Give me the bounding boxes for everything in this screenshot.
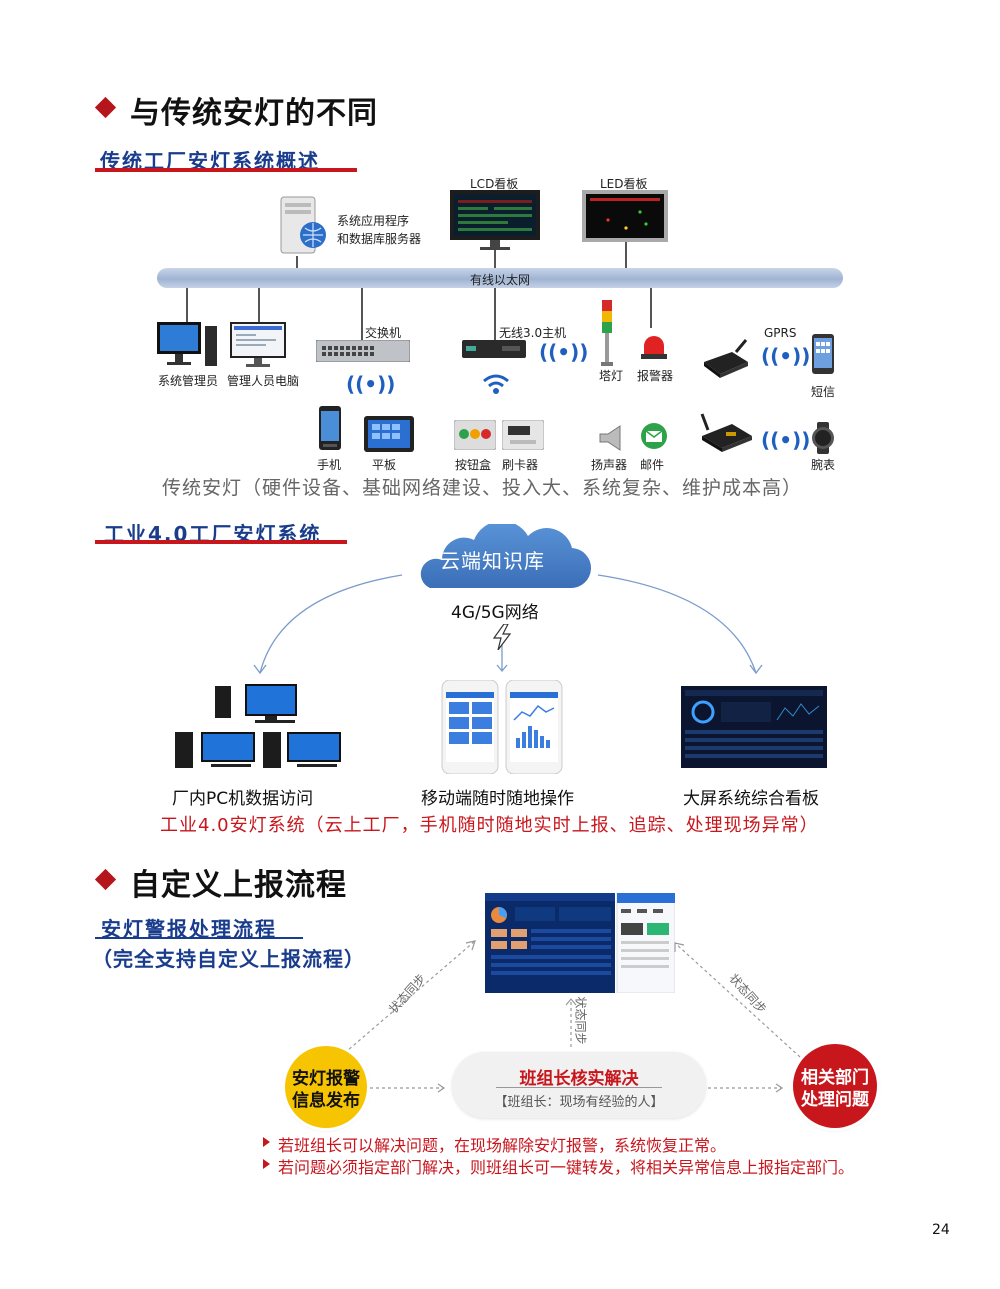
sms-label: 短信 <box>811 385 836 399</box>
triangle-bullet-icon <box>263 1159 270 1169</box>
manager-connector <box>258 288 260 324</box>
flow-arrow <box>370 1078 450 1093</box>
flow-arrow <box>708 1078 788 1093</box>
diamond-bullet-icon <box>94 96 117 119</box>
smartphone-icon <box>812 334 834 374</box>
admin-connector <box>186 288 188 324</box>
dashboard-screenshot <box>485 892 676 994</box>
switch-connector <box>361 288 363 340</box>
bus-label: 有线以太网 <box>470 273 531 287</box>
tower-light-icon <box>599 298 615 368</box>
watch-label: 腕表 <box>811 458 836 472</box>
card-reader-label: 刷卡器 <box>502 458 539 472</box>
alert-publish-node: 安灯报警 信息发布 <box>285 1046 367 1128</box>
lcd-connector <box>494 250 496 268</box>
subtitle-underline <box>95 168 357 172</box>
switch-label: 交换机 <box>365 326 402 340</box>
bullet-item: 若班组长可以解决问题，在现场解除安灯报警，系统恢复正常。 <box>278 1136 727 1155</box>
pc-label: 厂内PC机数据访问 <box>172 789 314 809</box>
dashboard-screen-icon <box>681 686 827 768</box>
lcd-label: LCD看板 <box>470 177 519 191</box>
lightning-icon <box>490 623 514 651</box>
wifi-icon <box>482 372 510 396</box>
desktop-computer-icon <box>157 322 219 370</box>
triangle-bullet-icon <box>263 1137 270 1147</box>
sync-arrows <box>330 935 810 1065</box>
screen-label: 大屏系统综合看板 <box>683 789 819 809</box>
node1-line1: 安灯报警 <box>292 1069 360 1089</box>
card-reader-icon <box>501 419 545 451</box>
wireless-host-icon <box>462 340 526 360</box>
manager-pc-label: 管理人员电脑 <box>227 374 300 388</box>
cloud-label: 云端知识库 <box>440 549 545 573</box>
tower-connector <box>650 288 652 328</box>
mobile-app-icon <box>440 679 564 775</box>
server-icon <box>277 195 327 257</box>
network-label: 4G/5G网络 <box>451 603 539 623</box>
section-title: 与传统安灯的不同 <box>130 96 378 131</box>
wifi-signal-icon: ((•)) <box>761 428 811 452</box>
gprs-module-icon <box>702 338 750 380</box>
node3-line2: 处理问题 <box>801 1090 869 1110</box>
tablet-icon <box>364 416 414 452</box>
section-title: 自定义上报流程 <box>130 868 347 903</box>
wireless-connector <box>494 288 496 340</box>
mail-icon <box>640 422 668 450</box>
node3-line1: 相关部门 <box>801 1068 869 1088</box>
led-connector <box>625 242 627 268</box>
mail-label: 邮件 <box>640 458 665 472</box>
node2-divider <box>496 1087 662 1088</box>
node2-sub: 【班组长：现场有经验的人】 <box>494 1095 664 1110</box>
sync-label-center: 状态同步 <box>573 996 588 1045</box>
watch-icon <box>808 422 838 454</box>
speaker-icon <box>596 424 624 452</box>
gprs-label: GPRS <box>764 326 797 340</box>
bullet-item: 若问题必须指定部门解决，则班组长可一键转发，将相关异常信息上报指定部门。 <box>278 1158 855 1177</box>
server-label-2: 和数据库服务器 <box>337 232 422 246</box>
pc-cluster-icon <box>175 682 350 772</box>
node1-line2: 信息发布 <box>292 1091 360 1111</box>
section-subtitle-2: （完全支持自定义上报流程） <box>92 947 365 971</box>
wifi-signal-icon: ((•)) <box>539 340 589 364</box>
button-box-icon <box>453 419 497 451</box>
department-node: 相关部门 处理问题 <box>793 1044 877 1128</box>
button-box-label: 按钮盒 <box>455 458 492 472</box>
node2-title: 班组长核实解决 <box>519 1069 639 1089</box>
server-label-1: 系统应用程序 <box>337 214 410 228</box>
wifi-signal-icon: ((•)) <box>346 372 396 396</box>
wireless-host-label: 无线3.0主机 <box>499 326 567 340</box>
subtitle-underline <box>95 937 303 939</box>
tower-light-label: 塔灯 <box>599 369 624 383</box>
ethernet-bus <box>157 268 843 288</box>
monitor-icon <box>230 322 286 368</box>
traditional-caption: 传统安灯（硬件设备、基础网络建设、投入大、系统复杂、维护成本高） <box>162 477 803 499</box>
connection-arcs <box>250 555 770 685</box>
alarm-siren-icon <box>640 332 668 360</box>
phone-label: 手机 <box>317 458 342 472</box>
page-number: 24 <box>932 1222 950 1238</box>
alarm-label: 报警器 <box>637 369 674 383</box>
admin-label: 系统管理员 <box>158 374 219 388</box>
industry40-caption: 工业4.0安灯系统（云上工厂，手机随时随地实时上报、追踪、处理现场异常） <box>160 815 819 836</box>
cloud-icon <box>400 520 600 594</box>
team-leader-node: 班组长核实解决 【班组长：现场有经验的人】 <box>452 1052 706 1118</box>
tablet-label: 平板 <box>372 458 397 472</box>
network-switch-icon <box>315 339 411 363</box>
led-board <box>582 190 668 242</box>
wifi-signal-icon: ((•)) <box>761 344 811 368</box>
subtitle-underline <box>95 540 347 544</box>
led-label: LED看板 <box>600 177 648 191</box>
smartphone-icon <box>319 406 341 450</box>
speaker-label: 扬声器 <box>591 458 628 472</box>
gateway-module-icon <box>698 410 754 454</box>
lcd-board <box>450 190 540 250</box>
diamond-bullet-icon <box>94 868 117 891</box>
server-connector <box>296 256 298 268</box>
mobile-label: 移动端随时随地操作 <box>421 789 574 809</box>
